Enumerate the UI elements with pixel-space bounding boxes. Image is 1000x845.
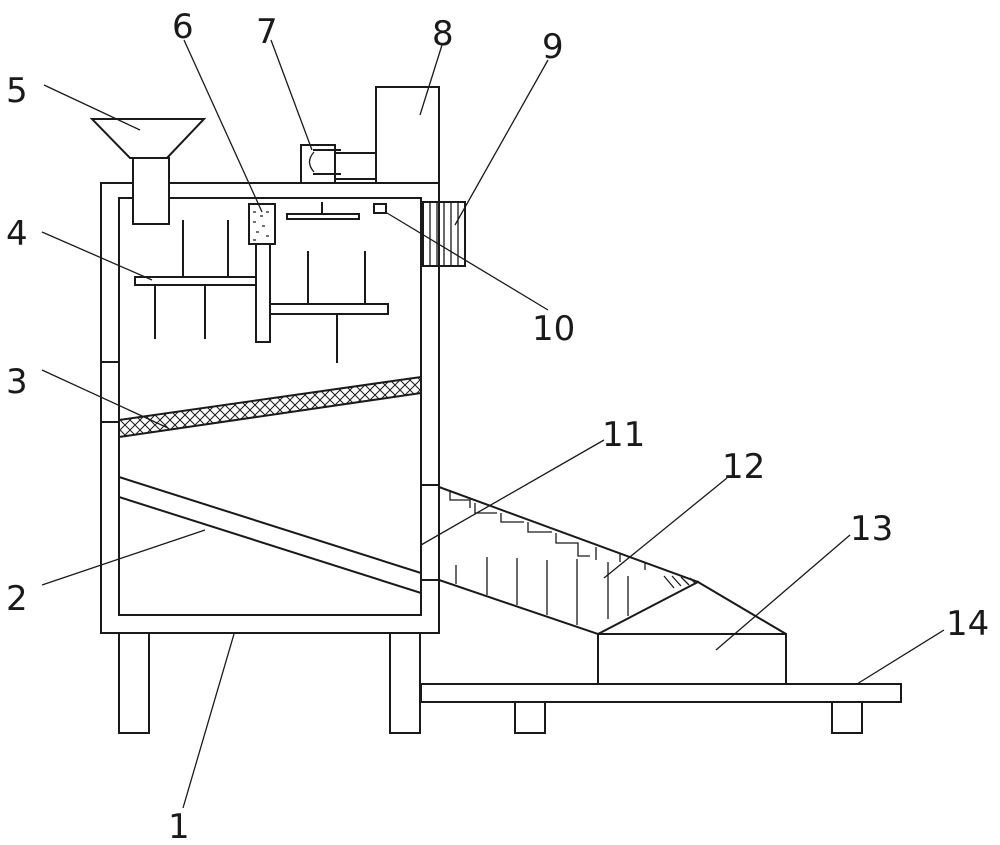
callout-6: 6: [172, 7, 194, 47]
callout-3: 3: [6, 362, 28, 402]
callout-10: 10: [532, 309, 575, 349]
callout-9: 9: [542, 27, 564, 67]
callout-7: 7: [256, 12, 278, 52]
callout-11: 11: [602, 415, 645, 455]
callout-14: 14: [946, 604, 989, 644]
collection-bin: [597, 580, 787, 685]
motor-assembly: [300, 86, 440, 184]
callout-4: 4: [6, 214, 28, 254]
callout-2: 2: [6, 579, 28, 619]
callout-labels: 1 2 3 4 5 6 7 8 9 10 11 12 13 14: [6, 7, 989, 845]
sensor-box: [373, 203, 387, 214]
discharge-chute: [437, 485, 700, 636]
callout-12: 12: [722, 447, 765, 487]
top-blade: [286, 202, 360, 220]
inclined-plate: [118, 475, 422, 595]
feed-hopper: [89, 118, 207, 225]
screen-mesh: [118, 375, 422, 439]
callout-13: 13: [850, 509, 893, 549]
housing-legs: [118, 632, 421, 734]
callout-1: 1: [168, 807, 190, 845]
stirrer: [134, 220, 389, 363]
reservoir: [248, 203, 276, 245]
callout-8: 8: [432, 14, 454, 54]
housing: [100, 182, 440, 634]
leader-lines: [41, 39, 945, 809]
base-platform: [420, 683, 902, 734]
callout-5: 5: [6, 71, 28, 111]
